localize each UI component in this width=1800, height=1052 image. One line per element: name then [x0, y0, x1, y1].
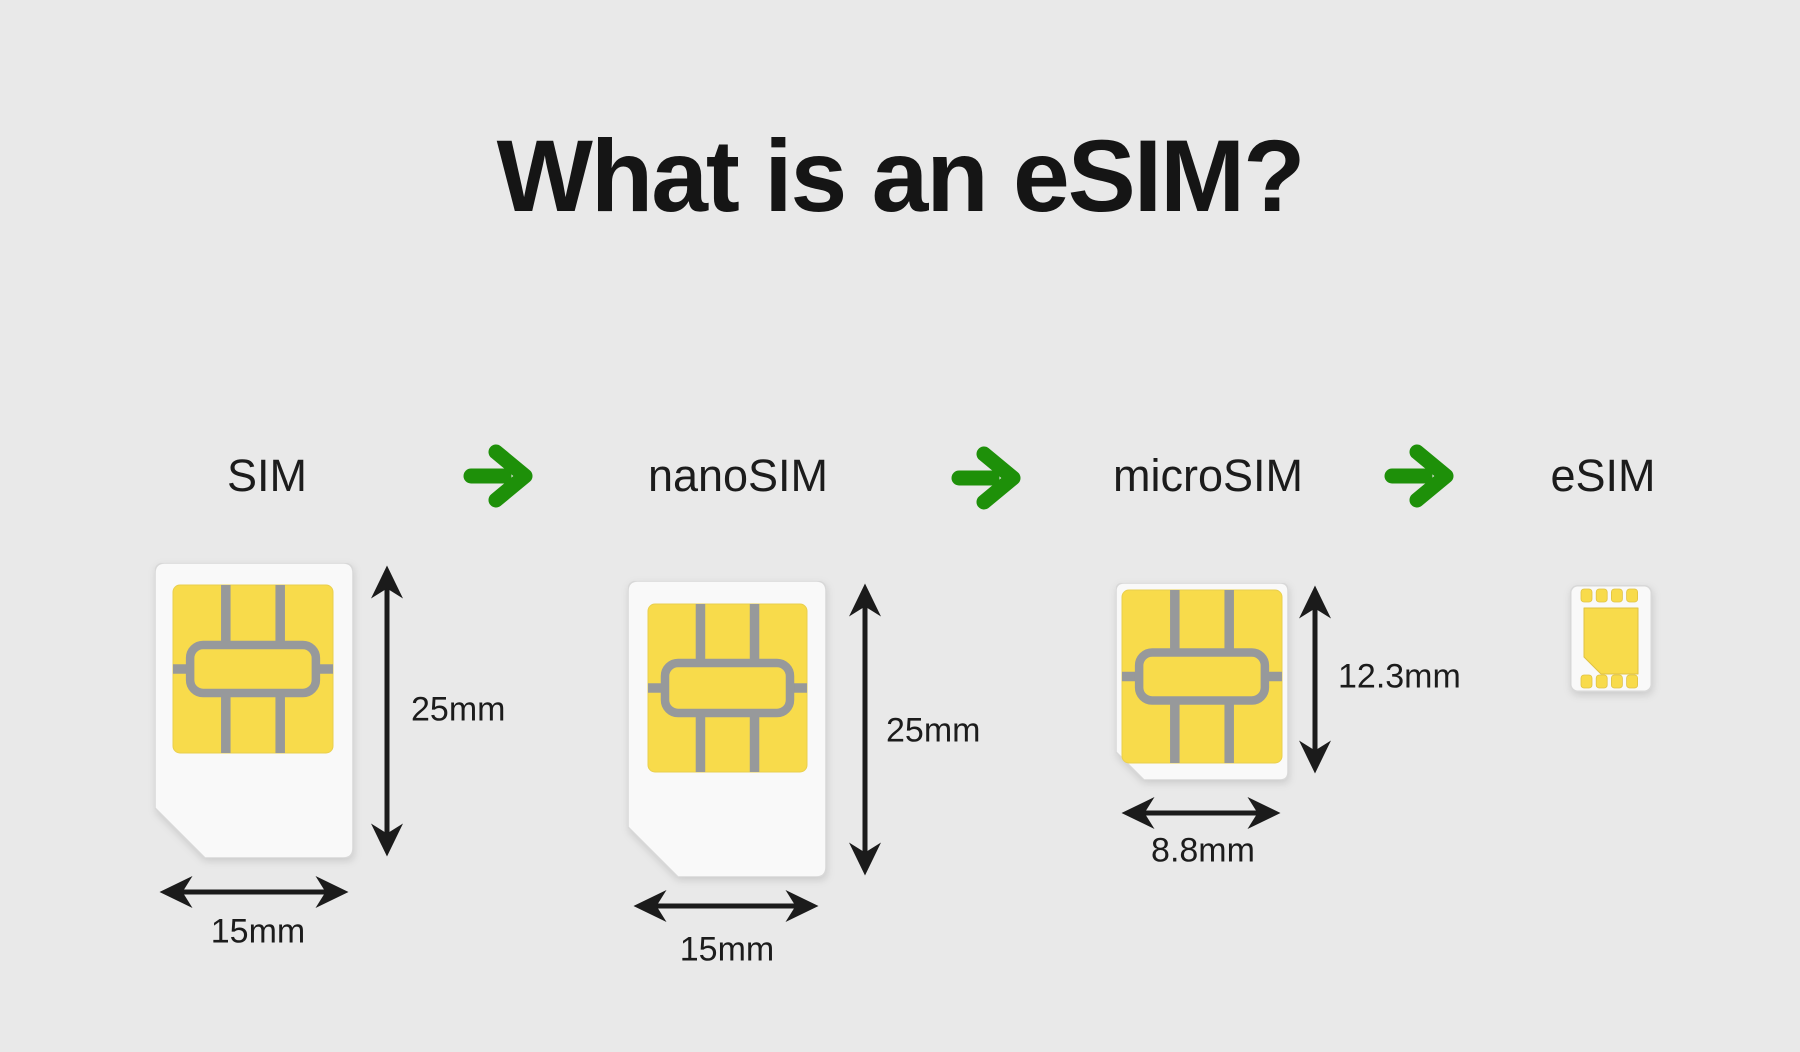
stage-label-esim: eSIM: [1550, 450, 1656, 501]
arrow-right-icon: [1384, 444, 1454, 508]
nanosim-height-label: 25mm: [886, 711, 981, 750]
page-title: What is an eSIM?: [496, 119, 1306, 233]
nanosim-card-graphic: [628, 581, 826, 877]
dimension-arrow-vertical-icon: [849, 583, 881, 876]
nanosim-width-label: 15mm: [679, 930, 775, 969]
stage-label-sim: SIM: [226, 450, 308, 501]
stage-label-nanosim: nanoSIM: [647, 450, 829, 501]
arrow-right-icon: [463, 444, 533, 508]
microsim-width-label: 8.8mm: [1151, 831, 1255, 870]
sim-height-label: 25mm: [411, 690, 506, 729]
dimension-arrow-vertical-icon: [1299, 585, 1331, 774]
sim-width-label: 15mm: [210, 912, 306, 951]
microsim-card-graphic: [1116, 583, 1288, 780]
dimension-arrow-vertical-icon: [371, 565, 403, 857]
sim-card-graphic: [155, 563, 353, 858]
dimension-arrow-horizontal-icon: [633, 890, 819, 922]
microsim-height-label: 12.3mm: [1338, 657, 1461, 696]
dimension-arrow-horizontal-icon: [1121, 797, 1281, 829]
arrow-right-icon: [951, 446, 1021, 510]
dimension-arrow-horizontal-icon: [159, 876, 349, 908]
esim-chip-graphic: [1570, 585, 1652, 692]
stage-label-microsim: microSIM: [1113, 450, 1303, 501]
